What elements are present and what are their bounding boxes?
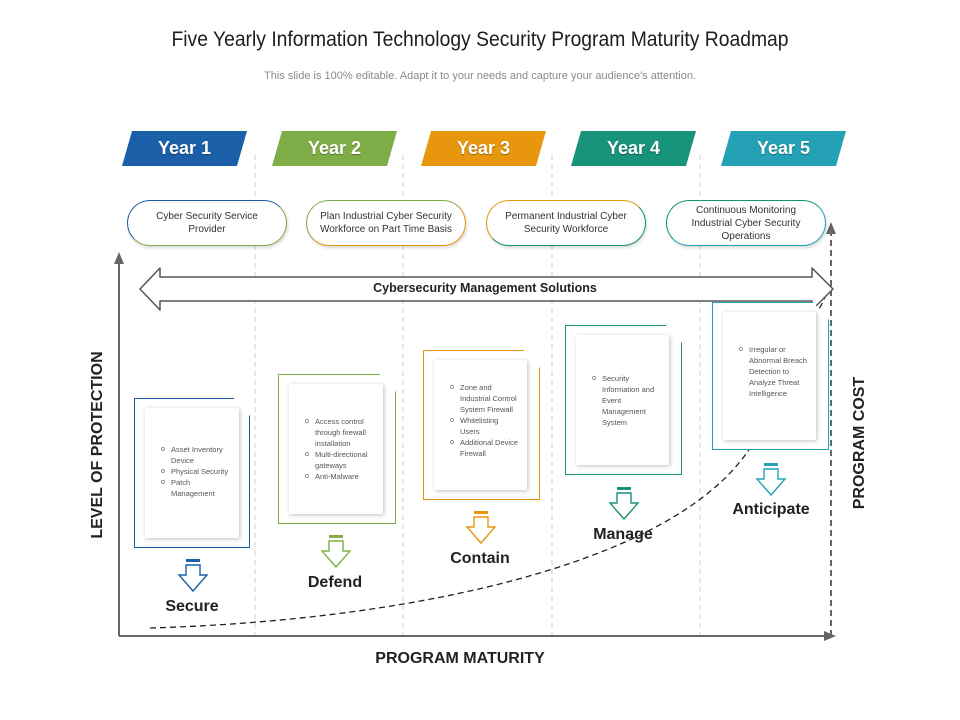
list-item: Asset Inventory Device [161,444,231,466]
pill-text: Cyber Security Service Provider [156,211,258,235]
pill-part-time-workforce: Plan Industrial Cyber Security Workforce… [306,200,466,246]
y-axis-label: LEVEL OF PROTECTION [89,351,106,539]
down-arrow-icon [755,463,787,497]
pill-text: Permanent Industrial Cyber Security Work… [505,211,627,235]
cost-axis-label: PROGRAM COST [851,376,868,510]
stage-label-defend: Defend [307,574,363,591]
x-axis-label: PROGRAM MATURITY [375,650,545,667]
stage-label-manage: Manage [593,526,653,543]
list-item: Zone and Industrial Control System Firew… [450,382,519,415]
pill-text: Plan Industrial Cyber Security Workforce… [319,211,453,235]
down-arrow-icon [465,511,497,545]
y-axis [114,252,124,636]
list-item: Irregular or Abnormal Breach Detection t… [739,344,808,399]
down-arrow-icon [320,535,352,569]
stage-doc-secure: Asset Inventory Device Physical Security… [145,408,239,538]
year-label: Year 2 [307,138,362,158]
stage-item-list: Access control through firewall installa… [297,416,375,482]
year-label: Year 1 [157,138,212,158]
cost-axis [826,222,836,636]
year-3-tab: Year 3 [421,131,546,166]
stage-doc-anticipate: Irregular or Abnormal Breach Detection t… [723,312,816,440]
stage-label-contain: Contain [450,550,510,567]
pill-permanent-workforce: Permanent Industrial Cyber Security Work… [486,200,646,246]
stage-doc-defend: Access control through firewall installa… [289,384,383,514]
stage-item-list: Asset Inventory Device Physical Security… [153,444,231,499]
list-item: Physical Security [161,466,231,477]
management-solutions-arrow [139,267,834,311]
pill-continuous-monitoring: Continuous Monitoring Industrial Cyber S… [666,200,826,246]
stage-label-secure: Secure [165,598,219,615]
year-label: Year 4 [606,138,661,158]
list-item: Anti-Malware [305,471,375,482]
year-1-tab: Year 1 [122,131,247,166]
year-4-tab: Year 4 [571,131,696,166]
stage-item-list: Security Information and Event Managemen… [584,373,661,428]
stage-item-list: Irregular or Abnormal Breach Detection t… [731,344,808,399]
stage-label-anticipate: Anticipate [732,501,810,518]
stage-doc-contain: Zone and Industrial Control System Firew… [434,360,527,490]
list-item: Additional Device Firewall [450,437,519,459]
list-item: Security Information and Event Managemen… [592,373,661,428]
banner-label: Cybersecurity Management Solutions [373,281,597,295]
list-item: Access control through firewall installa… [305,416,375,449]
page-title: Five Yearly Information Technology Secur… [171,28,789,51]
stage-doc-manage: Security Information and Event Managemen… [576,335,669,465]
pill-service-provider: Cyber Security Service Provider [127,200,287,246]
page-subtitle: This slide is 100% editable. Adapt it to… [264,70,696,82]
list-item: Patch Management [161,477,231,499]
list-item: Whitelisting Users [450,415,519,437]
down-arrow-icon [608,487,640,521]
year-2-tab: Year 2 [272,131,397,166]
down-arrow-icon [177,559,209,593]
stage-item-list: Zone and Industrial Control System Firew… [442,382,519,459]
year-label: Year 3 [456,138,511,158]
year-label: Year 5 [756,138,811,158]
list-item: Multi-directional gateways [305,449,375,471]
pill-text: Continuous Monitoring Industrial Cyber S… [691,204,801,242]
year-5-tab: Year 5 [721,131,846,166]
x-axis [119,631,836,641]
